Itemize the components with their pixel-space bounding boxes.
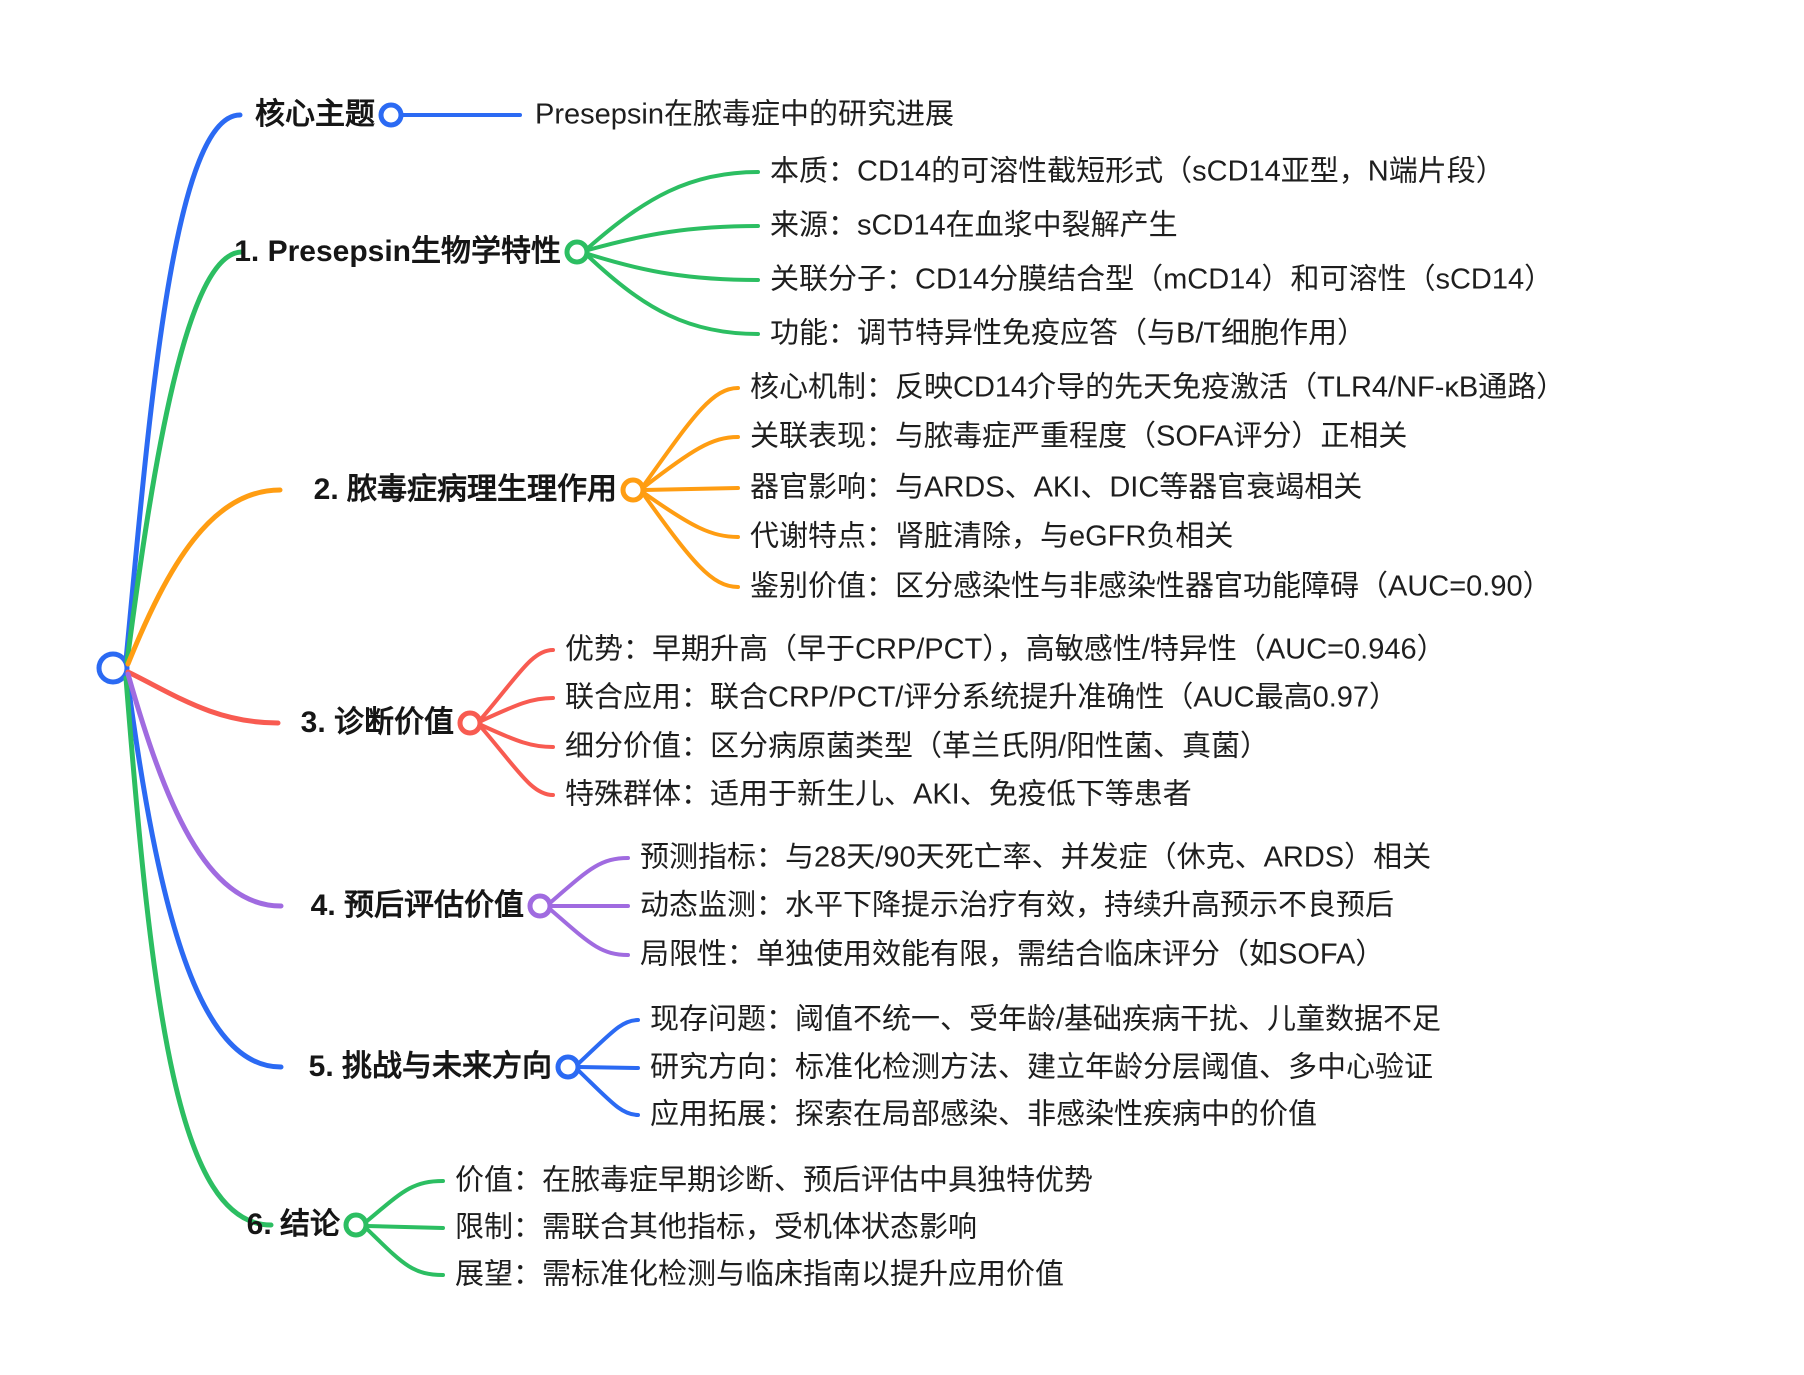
link-branch2-child2 (642, 486, 740, 492)
child-topic[interactable]: 联合应用：联合CRP/PCT/评分系统提升准确性（AUC最高0.97） (565, 681, 1399, 714)
link-root-to-branch-6 (123, 675, 274, 1228)
link-branch6-child2 (365, 1227, 445, 1277)
child-topic[interactable]: 局限性：单独使用效能有限，需结合临床评分（如SOFA） (640, 938, 1385, 971)
link-branch6-child1 (365, 1224, 445, 1230)
child-topic[interactable]: 细分价值：区分病原菌类型（革兰氏阴/阳性菌、真菌） (565, 730, 1270, 763)
child-topic[interactable]: 关联分子：CD14分膜结合型（mCD14）和可溶性（sCD14） (770, 263, 1554, 296)
branch-0-node-circle[interactable] (378, 102, 404, 128)
branch-6-node-circle[interactable] (343, 1212, 369, 1238)
child-topic[interactable]: 关联表现：与脓毒症严重程度（SOFA评分）正相关 (750, 420, 1408, 453)
link-root-to-branch-3 (125, 669, 281, 726)
branch-label-presepsin-biology[interactable]: 1. Presepsin生物学特性 (234, 235, 561, 268)
branch-5-node-circle[interactable] (555, 1054, 581, 1080)
branch-4-node-circle[interactable] (527, 893, 553, 919)
child-topic[interactable]: 代谢特点：肾脏清除，与eGFR负相关 (750, 520, 1234, 553)
child-topic[interactable]: 优势：早期升高（早于CRP/PCT），高敏感性/特异性（AUC=0.946） (565, 633, 1446, 666)
branch-3-node-circle[interactable] (457, 710, 483, 736)
link-branch1-child1 (586, 224, 760, 252)
green-links (123, 170, 760, 1277)
link-root-to-branch-1 (124, 249, 245, 665)
child-topic[interactable]: 鉴别价值：区分感染性与非感染性器官功能障碍（AUC=0.90） (750, 570, 1552, 603)
link-branch2-child3 (642, 491, 740, 539)
child-topic[interactable]: 特殊群体：适用于新生儿、AKI、免疫低下等患者 (565, 778, 1192, 811)
orange-links (125, 386, 740, 667)
link-branch1-child3 (586, 254, 760, 336)
link-branch2-child1 (642, 435, 740, 489)
branch-label-conclusion[interactable]: 6. 结论 (246, 1208, 340, 1241)
link-branch4-child2 (549, 908, 630, 957)
branch-label-sepsis-pathophysiology[interactable]: 2. 脓毒症病理生理作用 (313, 473, 617, 506)
link-root-to-branch-0 (123, 112, 243, 663)
child-topic[interactable]: 动态监测：水平下降提示治疗有效，持续升高预示不良预后 (640, 889, 1395, 922)
child-topic[interactable]: 研究方向：标准化检测方法、建立年龄分层阈值、多中心验证 (650, 1051, 1434, 1084)
link-branch5-child0 (577, 1018, 640, 1065)
branch-label-diagnostic-value[interactable]: 3. 诊断价值 (300, 706, 454, 739)
child-topic[interactable]: 功能：调节特异性免疫应答（与B/T细胞作用） (770, 317, 1367, 350)
branch-2-node-circle[interactable] (620, 477, 646, 503)
link-branch5-child1 (577, 1065, 640, 1070)
link-branch4-child0 (549, 856, 630, 904)
link-branch1-child0 (586, 170, 760, 250)
link-branch3-child2 (479, 723, 555, 749)
link-branch2-child4 (642, 493, 740, 589)
child-topic[interactable]: 现存问题：阈值不统一、受年龄/基础疾病干扰、儿童数据不足 (650, 1003, 1442, 1036)
link-root-to-branch-5 (124, 673, 284, 1070)
purple-links (125, 671, 630, 957)
root-node-circle[interactable] (96, 651, 130, 685)
link-branch3-child3 (479, 725, 555, 797)
link-branch1-child2 (586, 252, 760, 282)
child-topic[interactable]: 器官影响：与ARDS、AKI、DIC等器官衰竭相关 (750, 471, 1363, 504)
blue-links (96, 102, 640, 1117)
child-topic[interactable]: 应用拓展：探索在局部感染、非感染性疾病中的价值 (650, 1098, 1318, 1131)
child-topic[interactable]: 价值：在脓毒症早期诊断、预后评估中具独特优势 (455, 1164, 1094, 1197)
red-links (125, 648, 555, 797)
link-root-to-branch-2 (125, 487, 283, 667)
child-topic[interactable]: 本质：CD14的可溶性截短形式（sCD14亚型，N端片段） (770, 155, 1505, 188)
branch-label-challenges-future[interactable]: 5. 挑战与未来方向 (308, 1050, 552, 1083)
link-branch6-child0 (365, 1179, 445, 1223)
child-topic[interactable]: 展望：需标准化检测与临床指南以提升应用价值 (455, 1258, 1065, 1291)
link-branch3-child1 (479, 696, 555, 723)
child-topic[interactable]: 限制：需联合其他指标，受机体状态影响 (455, 1211, 978, 1244)
link-root-to-branch-4 (125, 671, 284, 909)
link-branch5-child2 (577, 1069, 640, 1117)
child-topic[interactable]: 核心机制：反映CD14介导的先天免疫激活（TLR4/NF-κB通路） (750, 371, 1566, 404)
child-topic[interactable]: 来源：sCD14在血浆中裂解产生 (770, 209, 1178, 242)
child-topic[interactable]: 预测指标：与28天/90天死亡率、并发症（休克、ARDS）相关 (640, 841, 1432, 874)
child-topic-main-title[interactable]: Presepsin在脓毒症中的研究进展 (535, 98, 954, 131)
link-branch3-child0 (479, 648, 555, 721)
link-branch2-child0 (642, 386, 740, 487)
branch-label-core-topic[interactable]: 核心主题 (255, 98, 375, 131)
branch-1-node-circle[interactable] (564, 239, 590, 265)
branch-label-prognostic-value[interactable]: 4. 预后评估价值 (310, 889, 524, 922)
